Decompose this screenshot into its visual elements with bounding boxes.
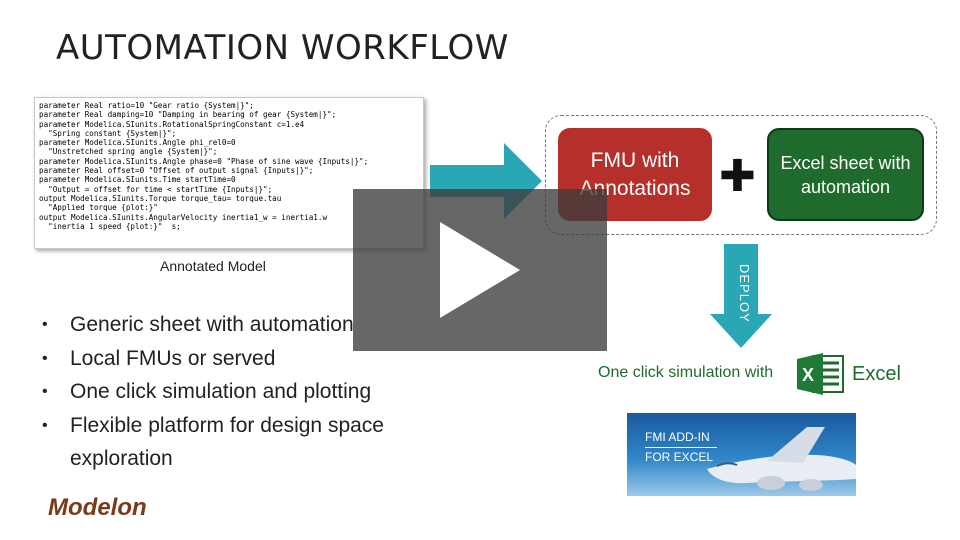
code-line: "Unstretched spring angle {System|}"; (39, 147, 218, 157)
banner-text: FMI ADD-IN FOR EXCEL (645, 430, 717, 465)
list-item: •Local FMUs or served (42, 342, 430, 376)
plus-icon: ✚ (719, 151, 756, 202)
banner-line-1: FMI ADD-IN (645, 430, 710, 444)
deploy-group-frame (545, 115, 937, 235)
excel-word: Excel (852, 363, 901, 385)
code-line: parameter Modelica.SIunits.RotationalSpr… (39, 119, 305, 129)
code-line: parameter Real ratio=10 "Gear ratio {Sys… (39, 101, 254, 110)
code-line: "inertia 1 speed {plot:}" s; (39, 221, 181, 231)
svg-text:X: X (802, 365, 814, 385)
bullet-text: Generic sheet with automation (70, 313, 354, 336)
slide-title: AUTOMATION WORKFLOW (56, 28, 509, 68)
fmi-addin-banner: FMI ADD-IN FOR EXCEL (627, 413, 856, 496)
list-item: •Flexible platform for design space expl… (42, 409, 430, 476)
code-line: output Modelica.SIunits.Torque torque_ta… (39, 193, 282, 203)
list-item: •Generic sheet with automation (42, 308, 430, 342)
code-line: parameter Modelica.SIunits.Angle phase=0… (39, 156, 369, 166)
excel-sheet-box: Excel sheet with automation (767, 128, 924, 221)
airplane-icon (707, 427, 856, 491)
code-line: parameter Real damping=10 "Damping in be… (39, 110, 337, 120)
excel-logo-icon: X (797, 353, 844, 395)
deploy-label: DEPLOY (737, 263, 752, 323)
video-play-overlay[interactable] (353, 189, 607, 351)
list-item: •One click simulation and plotting (42, 375, 430, 409)
bullet-text: Flexible platform for design space explo… (70, 413, 384, 471)
code-line: "Applied torque {plot:}" (39, 203, 158, 213)
code-line: "Output = offset for time < startTime {I… (39, 184, 273, 194)
banner-line-2: FOR EXCEL (645, 450, 714, 464)
annotated-model-code: parameter Real ratio=10 "Gear ratio {Sys… (34, 97, 424, 249)
logo-text: Modelon (48, 494, 147, 521)
code-caption: Annotated Model (160, 258, 266, 274)
bullet-list: •Generic sheet with automation •Local FM… (42, 308, 430, 476)
code-line: parameter Modelica.SIunits.Time startTim… (39, 175, 236, 185)
bullet-text: One click simulation and plotting (70, 380, 372, 403)
play-icon[interactable] (440, 222, 520, 318)
code-line: output Modelica.SIunits.AngularVelocity … (39, 212, 328, 222)
code-line: parameter Modelica.SIunits.Angle phi_rel… (39, 138, 236, 148)
modelon-logo: Modelon (48, 494, 147, 522)
down-arrow-icon (710, 244, 772, 348)
bullet-text: Local FMUs or served (70, 346, 276, 370)
code-line: "Spring constant {System|}"; (39, 128, 177, 138)
code-line: parameter Real offset=0 "Offset of outpu… (39, 166, 314, 176)
one-click-text: One click simulation with (598, 364, 774, 381)
